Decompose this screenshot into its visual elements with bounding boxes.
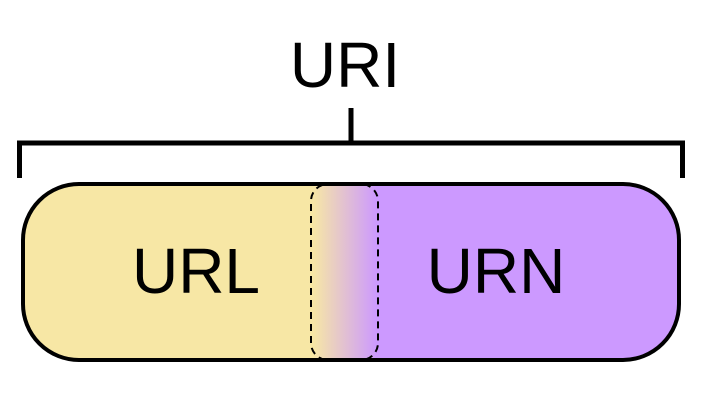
urn-region — [377, 184, 679, 360]
pill-outline — [21, 182, 681, 362]
url-label: URL — [132, 235, 260, 307]
url-region — [23, 184, 313, 360]
uri-bracket — [17, 108, 685, 178]
urn-label: URN — [427, 235, 566, 307]
uri-label: URI — [290, 29, 400, 101]
overlap-region — [313, 184, 377, 360]
